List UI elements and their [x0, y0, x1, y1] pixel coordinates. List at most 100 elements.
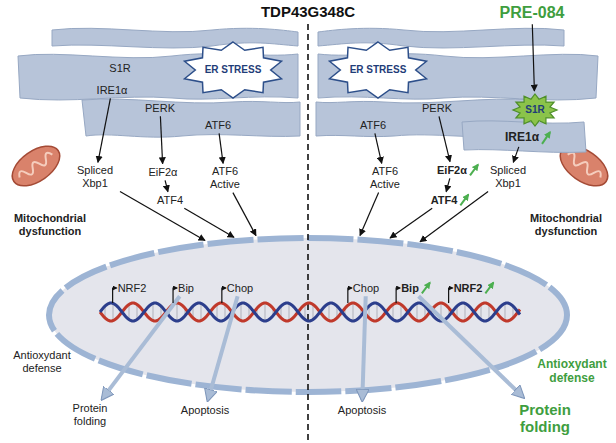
pathway-arrow [219, 133, 223, 163]
activation-star [513, 94, 557, 126]
node-text: PERK [145, 102, 175, 115]
er-tubule [52, 28, 298, 48]
node-text: Spliced Xbp1 [485, 164, 531, 189]
node-text: Bip [178, 282, 194, 295]
dna-rung [264, 303, 265, 321]
node-text: EiF2α [437, 164, 467, 177]
pathway-arrow [120, 191, 205, 240]
pathway-label: ATF4 [431, 194, 458, 207]
pathway-label: ATF6 Active [204, 165, 246, 190]
node-text: ATF6 [205, 119, 231, 132]
pathway-arrow [420, 192, 488, 242]
node-text: IRE1α [505, 131, 539, 145]
node-text: PERK [422, 102, 452, 115]
dna-rung [376, 303, 377, 320]
mitochondrion [5, 138, 66, 194]
node-text: Protein folding [513, 401, 577, 436]
pathway-arrow [360, 193, 379, 236]
pathway-arrow [390, 208, 432, 238]
dna-rung [464, 303, 465, 320]
protein-label: IRE1α [505, 131, 539, 145]
outcome-label: Protein folding [65, 402, 115, 427]
protein-label: IRE1α [97, 84, 128, 97]
er-tubule [462, 121, 586, 153]
node-text: ATF6 [360, 119, 386, 132]
node-text: Spliced Xbp1 [72, 164, 118, 189]
pathway-label: ATF6 Active [364, 165, 406, 190]
dna-rung [352, 303, 353, 321]
pathway-arrow [165, 180, 168, 191]
increase-arrow [470, 165, 478, 176]
gene-label: Chop [227, 282, 253, 295]
gene-label: Chop [353, 282, 379, 295]
node-text: ATF4 [157, 194, 183, 207]
outcome-label: Apoptosis [181, 404, 229, 417]
protein-label: ATF6 [360, 119, 386, 132]
outcome-label: Antioxydant defense [8, 349, 76, 374]
nucleus: NRF2 Bip Chop Chop Bip NRF2 [46, 235, 570, 395]
node-text: PRE-084 [500, 4, 565, 22]
node-text: Antioxydant defense [8, 349, 76, 374]
pathway-label: Spliced Xbp1 [72, 164, 118, 189]
node-text: ATF6 Active [204, 165, 246, 190]
figure-label: Mitochondrial dysfunction [523, 212, 609, 237]
stress-star: ER STRESS [326, 41, 430, 99]
divider-line [307, 24, 309, 440]
dna-rung [240, 303, 241, 320]
node-text: EiF2α [149, 166, 178, 179]
title: TDP43G348C [261, 3, 355, 20]
node-text: S1R [109, 62, 130, 75]
pathway-label: ATF4 [157, 194, 183, 207]
node-text: NRF2 [118, 282, 147, 295]
node-text: ER STRESS [350, 64, 407, 76]
stress-star [330, 42, 427, 98]
outcome-label: Apoptosis [338, 404, 386, 417]
node-text: S1R [525, 104, 544, 116]
node-text: ATF6 Active [364, 165, 406, 190]
gene-label: Bip [401, 282, 419, 295]
er-tubule [318, 28, 564, 48]
gene-label: Bip [178, 282, 194, 295]
node-text: Apoptosis [338, 404, 386, 417]
protein-label: PERK [145, 102, 175, 115]
node-text: Chop [227, 282, 253, 295]
stress-star [185, 42, 282, 98]
pathway-arrow [446, 178, 450, 191]
gene-label: NRF2 [454, 282, 483, 295]
pathway-label: EiF2α [149, 166, 178, 179]
node-text: Protein folding [65, 402, 115, 427]
pathway-arrow [233, 193, 256, 236]
er-tubule [82, 99, 300, 137]
pathway-label: Spliced Xbp1 [485, 164, 531, 189]
dna-rung [176, 303, 177, 321]
node-text: ER STRESS [205, 64, 262, 76]
nucleus-shape [46, 235, 570, 395]
dna-rung [288, 303, 289, 320]
node-text: IRE1α [97, 84, 128, 97]
protein-label: S1R [109, 62, 130, 75]
protein-label: ATF6 [205, 119, 231, 132]
er-membrane: S1R IRE1α ER STRESS PERK ATF6 [12, 24, 304, 140]
protein-label: PERK [422, 102, 452, 115]
gene-label: NRF2 [118, 282, 147, 295]
node-text: Antioxydant defense [532, 358, 612, 386]
dna-rung [416, 303, 417, 320]
node-text: NRF2 [454, 282, 483, 295]
dna-rung [200, 303, 201, 320]
outcome-label: Protein folding [513, 401, 577, 436]
dna-rung [504, 303, 505, 320]
pathway-arrow [184, 208, 234, 237]
nuclear-envelope [49, 238, 567, 392]
dna-rung [328, 303, 329, 320]
dna-rung [152, 303, 153, 320]
pathway-label: EiF2α [437, 164, 467, 177]
increase-arrow [460, 195, 468, 206]
pathway-arrow [375, 133, 382, 163]
node-text: Bip [401, 282, 419, 295]
dna-rung [112, 303, 113, 320]
node-text: Chop [353, 282, 379, 295]
stress-star: ER STRESS [181, 41, 285, 99]
er-membrane: ER STRESS S1R PERK ATF6IRE1α [312, 24, 604, 156]
figure-label: Mitochondrial dysfunction [7, 212, 93, 237]
